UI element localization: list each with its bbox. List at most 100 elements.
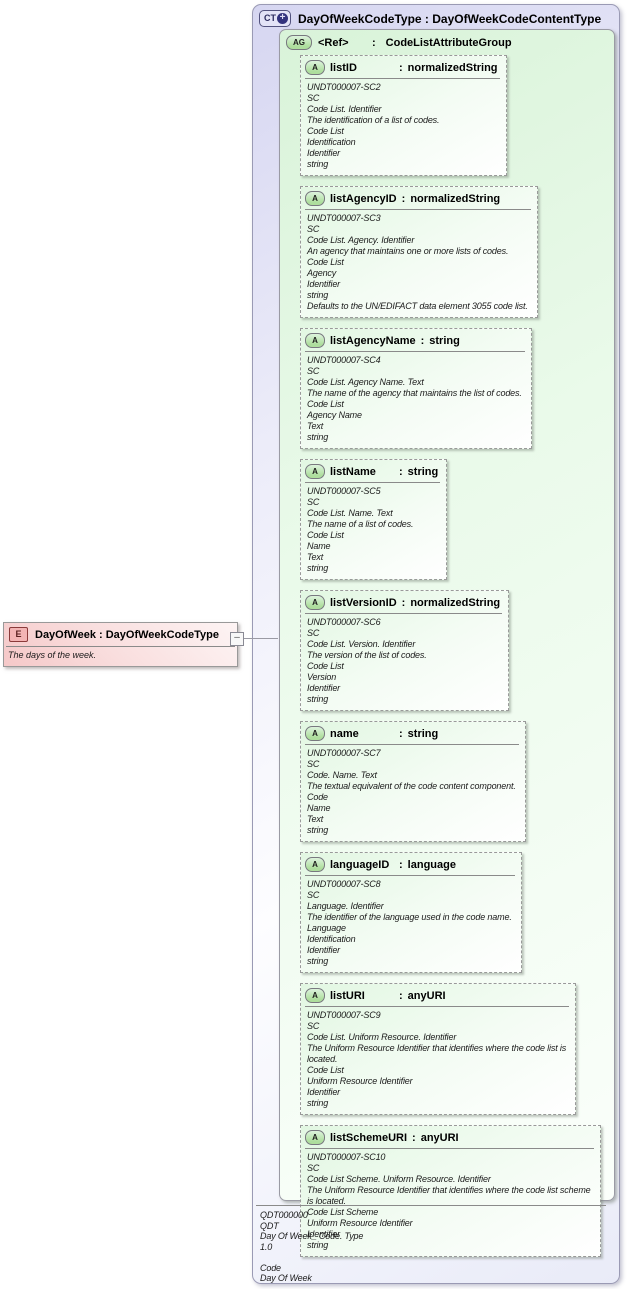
element-header: E DayOfWeek : DayOfWeekCodeType [4, 623, 237, 646]
attribute-box-listID[interactable]: A listID : normalizedString UNDT000007-S… [300, 55, 507, 176]
attribute-doc-line: Identifier [307, 945, 341, 955]
attribute-doc-line: The textual equivalent of the code conte… [307, 781, 516, 791]
complextype-header: CT + DayOfWeekCodeType : DayOfWeekCodeCo… [253, 5, 619, 29]
attribute-colon: : [401, 596, 406, 609]
attribute-doc-line: The identifier of the language used in t… [307, 912, 512, 922]
attribute-doc-line: Identifier [307, 1087, 341, 1097]
attribute-doc-line: Text [307, 814, 324, 824]
attribute-doc-line: UNDT000007-SC9 [307, 1010, 381, 1020]
attribute-doc-line: Code List. Name. Text [307, 508, 393, 518]
attribute-doc-line: SC [307, 93, 320, 103]
attribute-colon: : [399, 989, 403, 1002]
attribute-doc-line: Code List. Agency. Identifier [307, 235, 415, 245]
attribute-icon: A [305, 595, 325, 610]
attribute-doc-line: The name of a list of codes. [307, 519, 414, 529]
attribute-name: listAgencyName [330, 334, 416, 347]
element-box-dayofweek[interactable]: E DayOfWeek : DayOfWeekCodeType The days… [3, 622, 238, 667]
attribute-doc-line: string [307, 159, 329, 169]
attribute-header: A listName : string [304, 462, 440, 482]
complextype-doc-line: Day Of Week_ Code. Type [260, 1231, 364, 1241]
attribute-doc-line: Identification [307, 934, 356, 944]
attribute-doc-line: Code List Scheme. Uniform Resource. Iden… [307, 1174, 491, 1184]
attribute-doc-line: Version [307, 672, 337, 682]
attributegroup-box-codelistattributegroup[interactable]: AG <Ref> : CodeListAttributeGroup A list… [279, 29, 615, 1257]
complextype-doc-line: 1.0 [260, 1241, 273, 1252]
attribute-header: A listSchemeURI : anyURI [304, 1128, 594, 1148]
attributegroup-name: <Ref> [318, 36, 349, 49]
attribute-doc-line: Identifier [307, 279, 341, 289]
attribute-doc-line: SC [307, 366, 320, 376]
complextype-title: DayOfWeekCodeType : DayOfWeekCodeContent… [298, 11, 602, 26]
collapse-handle-icon[interactable]: – [230, 632, 244, 646]
element-title: DayOfWeek : DayOfWeekCodeType [35, 628, 220, 641]
attribute-box-listSchemeURI[interactable]: A listSchemeURI : anyURI UNDT000007-SC10… [300, 1125, 601, 1257]
element-icon: E [9, 627, 28, 642]
attribute-doc-line: Agency [307, 268, 337, 278]
attribute-box-listAgencyName[interactable]: A listAgencyName : string UNDT000007-SC4… [300, 328, 532, 449]
complextype-box-dayofweekcodetype[interactable]: CT + DayOfWeekCodeType : DayOfWeekCodeCo… [252, 4, 620, 1284]
attribute-doc-line: An agency that maintains one or more lis… [307, 246, 509, 256]
attribute-doc-line: string [307, 956, 329, 966]
attribute-type: string [429, 334, 460, 347]
attribute-header: A languageID : language [304, 855, 515, 875]
attribute-doc-line: UNDT000007-SC5 [307, 486, 381, 496]
attribute-name: listSchemeURI [330, 1131, 408, 1144]
attribute-doc-line: string [307, 432, 329, 442]
attribute-icon: A [305, 333, 325, 348]
attribute-icon: A [305, 60, 325, 75]
attribute-doc-line: Code List. Identifier [307, 104, 382, 114]
attribute-doc-line: Identifier [307, 683, 341, 693]
attribute-doc-line: Language. Identifier [307, 901, 384, 911]
attribute-doc-line: The Uniform Resource Identifier that ide… [307, 1185, 591, 1195]
attribute-doc-line: SC [307, 759, 320, 769]
attribute-doc-line: Identifier [307, 148, 341, 158]
attribute-doc-line: Name [307, 541, 331, 551]
attribute-type: normalizedString [410, 192, 501, 205]
attribute-doc-line: Code List [307, 661, 344, 671]
attribute-doc-line: string [307, 1098, 329, 1108]
attribute-doc-line: Identifier [307, 1229, 341, 1239]
attribute-doc-line: Uniform Resource Identifier [307, 1218, 413, 1228]
complextype-doc-line [260, 1252, 606, 1263]
attribute-name: listID [330, 61, 357, 74]
attribute-doc-line: Code List. Agency Name. Text [307, 377, 424, 387]
attribute-type: language [407, 858, 456, 871]
attribute-header: A listID : normalizedString [304, 58, 500, 78]
attribute-name: listURI [330, 989, 365, 1002]
complextype-doc-line: Day Of Week [260, 1273, 312, 1283]
attributegroup-colon: : [372, 36, 376, 49]
attribute-colon: : [399, 61, 403, 74]
attribute-header: A name : string [304, 724, 519, 744]
complextype-doc-line: QDT000000 [260, 1210, 308, 1220]
attribute-name: name [330, 727, 359, 740]
attribute-doc-line: Code List [307, 126, 344, 136]
attribute-doc-line: Agency Name [307, 410, 362, 420]
attribute-colon: : [399, 858, 403, 871]
attribute-colon: : [399, 727, 403, 740]
attribute-box-listVersionID[interactable]: A listVersionID : normalizedString UNDT0… [300, 590, 510, 711]
attribute-doc-line: UNDT000007-SC4 [307, 355, 381, 365]
attribute-doc-line: The Uniform Resource Identifier that ide… [307, 1043, 567, 1053]
attribute-doc-line: SC [307, 628, 320, 638]
attribute-box-listAgencyID[interactable]: A listAgencyID : normalizedString UNDT00… [300, 186, 538, 318]
expand-plus-icon[interactable]: + [277, 13, 288, 24]
attribute-doc-line: Code. Name. Text [307, 770, 377, 780]
attribute-doc-line: Code List Scheme [307, 1207, 379, 1217]
attribute-doc-line: UNDT000007-SC10 [307, 1152, 386, 1162]
attribute-colon: : [412, 1131, 416, 1144]
attribute-doc-line: Code List [307, 530, 344, 540]
attribute-type: normalizedString [410, 596, 501, 609]
connector-line [243, 638, 278, 639]
attribute-name: languageID [330, 858, 390, 871]
